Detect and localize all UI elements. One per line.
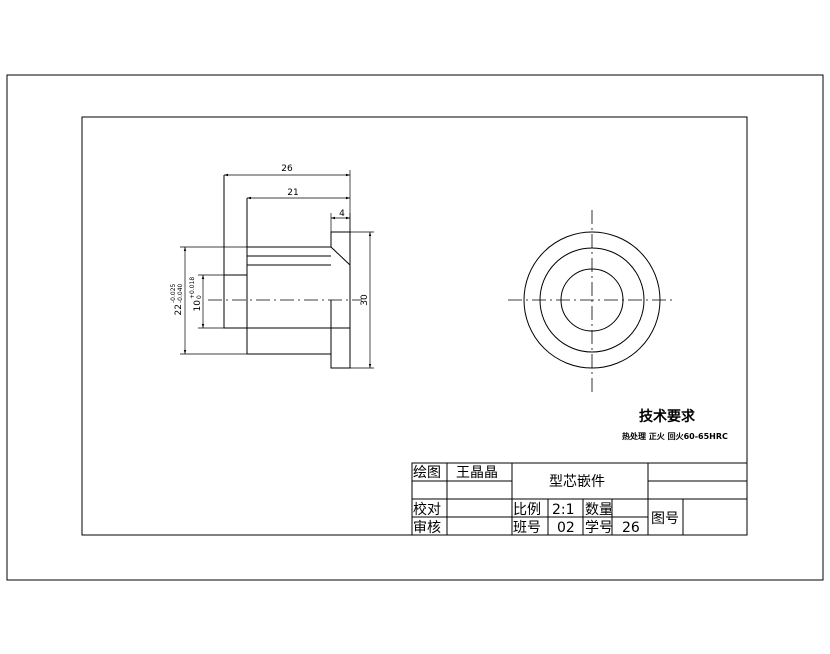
title-block-text: 绘图 王晶晶 型芯嵌件 校对 审核 比例 2:1 数量 班号 02 学号 26 … bbox=[413, 465, 679, 536]
drawn-by-label: 绘图 bbox=[413, 465, 441, 481]
drawn-by-name: 王晶晶 bbox=[456, 465, 498, 481]
part-name: 型芯嵌件 bbox=[549, 474, 605, 490]
scale-value: 2:1 bbox=[552, 502, 575, 518]
side-view bbox=[223, 175, 351, 369]
class-label: 班号 bbox=[513, 520, 541, 536]
dim-flange-width: 4 bbox=[339, 209, 345, 219]
dim-flange-height: 30 bbox=[360, 294, 370, 306]
dim-inner-tol-upper: +0.018 bbox=[189, 277, 196, 299]
dim-outer-tol-lower: -0.040 bbox=[177, 283, 184, 303]
dim-inner-diameter: 10 bbox=[193, 300, 203, 312]
class-value: 02 bbox=[557, 520, 575, 536]
dim-length-inner: 21 bbox=[287, 188, 298, 198]
tech-requirements-title: 技术要求 bbox=[639, 408, 696, 425]
dim-outer-tol-upper: -0.025 bbox=[170, 283, 177, 303]
dim-length-total: 26 bbox=[281, 164, 293, 174]
quantity-label: 数量 bbox=[585, 502, 613, 518]
drawing-no-label: 图号 bbox=[651, 511, 679, 527]
dimension-lines bbox=[180, 170, 374, 369]
title-block bbox=[411, 462, 748, 536]
dim-outer-diameter: 22 bbox=[174, 304, 184, 315]
tech-requirements-content: 热处理 正火 回火60-65HRC bbox=[622, 431, 728, 441]
outer-frame bbox=[6, 74, 824, 581]
approved-label: 审核 bbox=[413, 520, 441, 536]
dim-outer-diameter-group: 22 -0.025 -0.040 bbox=[170, 283, 184, 315]
dim-inner-tol-lower: 0 bbox=[196, 295, 203, 299]
student-label: 学号 bbox=[585, 520, 613, 536]
dim-inner-diameter-group: 10 +0.018 0 bbox=[189, 277, 203, 312]
student-value: 26 bbox=[622, 520, 640, 536]
checked-label: 校对 bbox=[413, 501, 441, 518]
scale-label: 比例 bbox=[513, 502, 541, 518]
